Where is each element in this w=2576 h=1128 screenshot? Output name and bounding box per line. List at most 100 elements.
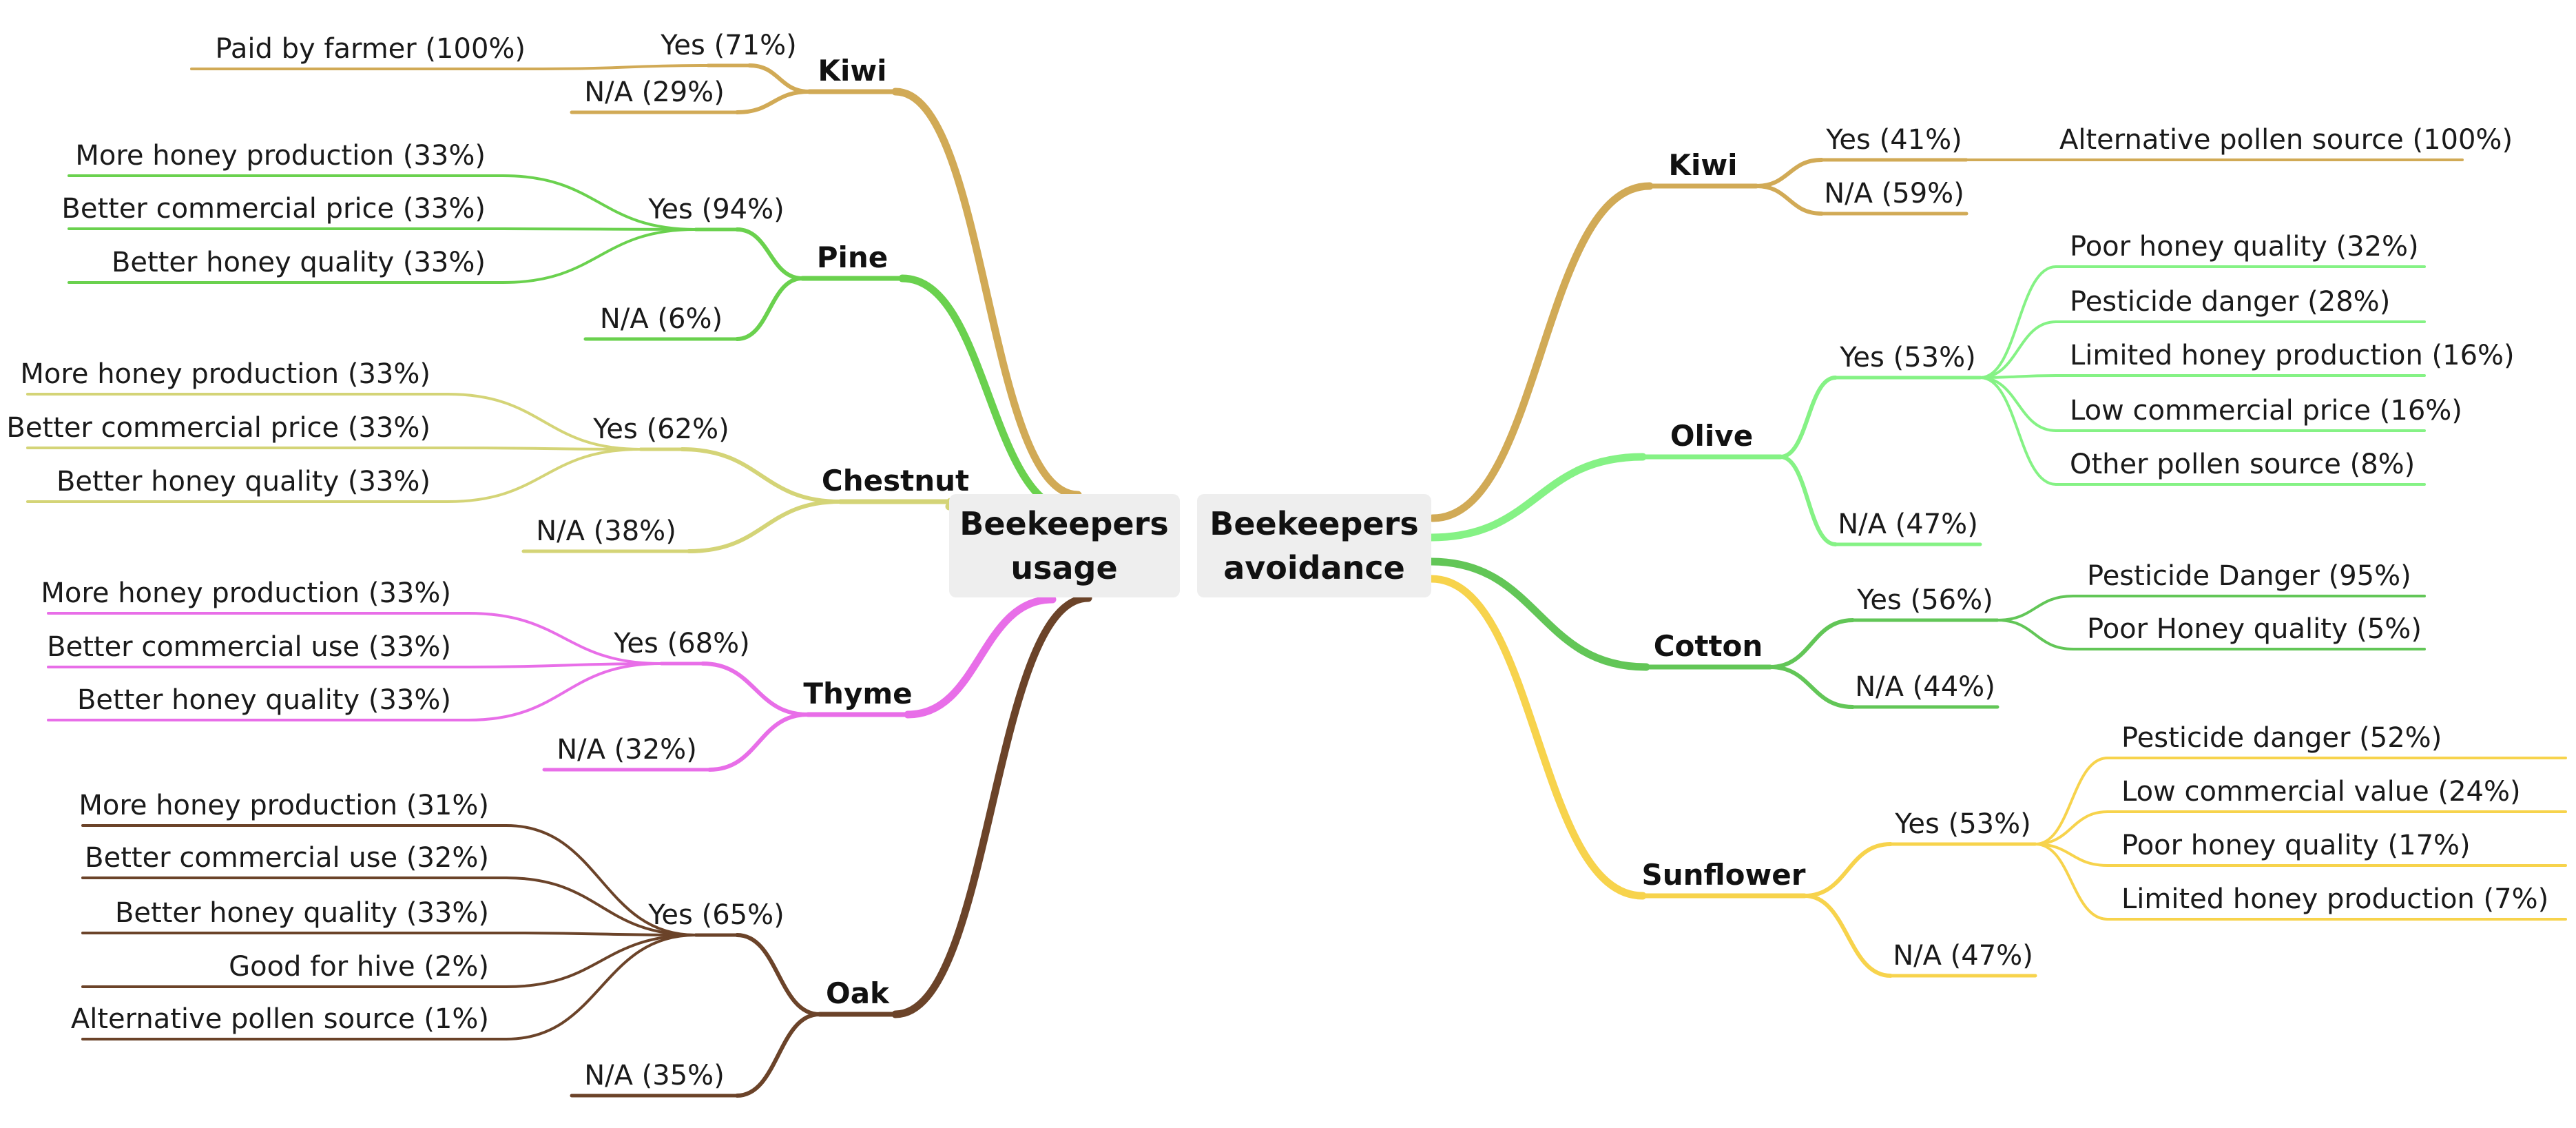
branch-line-reason: [467, 612, 663, 665]
reason-label: Better honey quality (33%): [77, 684, 451, 716]
branch-line-na: [735, 1012, 822, 1098]
branch-line-reason: [1979, 376, 2057, 486]
reason-label: Better honey quality (33%): [56, 466, 430, 498]
branch-line-topic: [1427, 453, 1647, 542]
branch-line-na: [1778, 455, 1838, 546]
yes-label: Yes (56%): [1856, 584, 1993, 616]
branch-line-na: [735, 90, 811, 114]
branch-line-reason: [1979, 265, 2057, 379]
reason-label: Better commercial use (32%): [85, 842, 489, 874]
branch-line-na: [1768, 665, 1855, 709]
branch-line-reason: [541, 64, 709, 70]
na-label: N/A (29%): [584, 76, 725, 108]
branch-line-reason: [446, 448, 642, 503]
root-node-usage: Beekeepers usage: [949, 494, 1180, 597]
branch-line-reason: [2034, 810, 2109, 845]
branch-line-yes: [735, 933, 822, 1016]
branch-line-reason: [505, 934, 697, 1040]
reason-label: Limited honey production (16%): [2070, 340, 2515, 371]
branch-line-yes: [1754, 158, 1824, 188]
reason-label: Better honey quality (33%): [115, 897, 489, 929]
na-label: N/A (47%): [1838, 509, 1978, 540]
root-node-avoidance: Beekeepers avoidance: [1197, 494, 1431, 597]
na-label: N/A (47%): [1893, 940, 2033, 972]
reason-label: More honey production (33%): [41, 577, 451, 609]
reason-label: Better commercial price (33%): [6, 412, 430, 444]
branch-line-reason: [505, 934, 697, 988]
branch-line-yes: [1778, 376, 1838, 459]
branch-line-reason: [501, 174, 697, 231]
branch-line-reason: [1996, 595, 2075, 622]
branch-line-yes: [680, 447, 842, 504]
reason-label: More honey production (31%): [79, 790, 489, 821]
na-label: N/A (44%): [1855, 671, 1995, 703]
topic-label: Pine: [817, 240, 889, 274]
topic-label: Olive: [1670, 419, 1753, 453]
reason-label: Paid by farmer (100%): [216, 33, 526, 65]
branch-line-na: [735, 276, 804, 341]
yes-label: Yes (53%): [1894, 808, 2030, 840]
root-nodes: Beekeepers usage Beekeepers avoidance: [949, 494, 1431, 597]
reason-label: Better commercial use (33%): [47, 631, 451, 663]
reason-label: Low commercial value (24%): [2121, 776, 2521, 808]
reason-label: More honey production (33%): [20, 358, 430, 390]
reason-label: Other pollen source (8%): [2070, 449, 2415, 480]
topic-label: Cotton: [1654, 629, 1763, 663]
topic-label: Thyme: [803, 677, 912, 710]
reason-label: More honey production (33%): [75, 140, 486, 172]
reason-label: Pesticide danger (52%): [2121, 722, 2442, 754]
topic-label: Oak: [826, 976, 890, 1010]
branch-line-topic: [891, 88, 1082, 499]
yes-label: Yes (41%): [1825, 124, 1962, 156]
branch-line-topic: [1429, 182, 1654, 522]
branch-line-yes: [1803, 842, 1893, 898]
reason-label: Limited honey production (7%): [2121, 883, 2548, 915]
branch-line-topic: [904, 595, 1057, 719]
branch-line-na: [707, 712, 810, 772]
branch-line-yes: [735, 227, 804, 280]
yes-label: Yes (62%): [592, 413, 729, 445]
branch-line-reason: [446, 393, 642, 451]
reason-label: Poor honey quality (17%): [2121, 830, 2471, 861]
branch-line-topic: [1427, 575, 1647, 900]
na-label: N/A (59%): [1824, 178, 1964, 209]
branch-line-reason: [1979, 374, 2057, 379]
reason-label: Poor Honey quality (5%): [2087, 613, 2422, 645]
root-title-line: usage: [1010, 549, 1117, 586]
branch-line-reason: [505, 876, 697, 936]
branch-line-reason: [2034, 757, 2109, 845]
branch-lines: [26, 63, 2567, 1098]
reason-label: Alternative pollen source (100%): [2059, 124, 2513, 156]
branch-line-reason: [1979, 376, 2057, 432]
branch-line-reason: [2034, 843, 2109, 867]
root-box-avoidance: [1197, 494, 1431, 597]
branch-line-reason: [505, 932, 697, 936]
branch-line-yes: [1768, 618, 1855, 669]
topic-label: Kiwi: [818, 54, 886, 88]
na-label: N/A (6%): [600, 303, 723, 335]
yes-label: Yes (94%): [647, 194, 784, 225]
branch-line-reason: [467, 662, 663, 721]
reason-label: Alternative pollen source (1%): [71, 1003, 489, 1035]
branch-line-reason: [2034, 843, 2109, 921]
yes-label: Yes (65%): [647, 899, 784, 931]
root-box-usage: [949, 494, 1180, 597]
branch-line-reason: [1979, 320, 2057, 379]
reason-label: Pesticide Danger (95%): [2087, 560, 2411, 592]
yes-label: Yes (53%): [1839, 342, 1975, 373]
reason-label: Good for hive (2%): [229, 951, 489, 983]
branch-line-na: [1754, 184, 1824, 216]
branch-line-reason: [467, 662, 663, 668]
na-label: N/A (32%): [557, 734, 697, 766]
reason-label: Low commercial price (16%): [2070, 395, 2462, 427]
reason-label: Better commercial price (33%): [61, 193, 486, 225]
na-label: N/A (38%): [536, 515, 676, 547]
branch-line-na: [1803, 894, 1893, 978]
branch-line-reason: [501, 228, 697, 284]
root-title-line: avoidance: [1223, 549, 1405, 586]
branch-line-topic: [891, 594, 1092, 1018]
reason-label: Pesticide danger (28%): [2070, 286, 2390, 318]
reason-label: Better honey quality (33%): [112, 247, 486, 278]
